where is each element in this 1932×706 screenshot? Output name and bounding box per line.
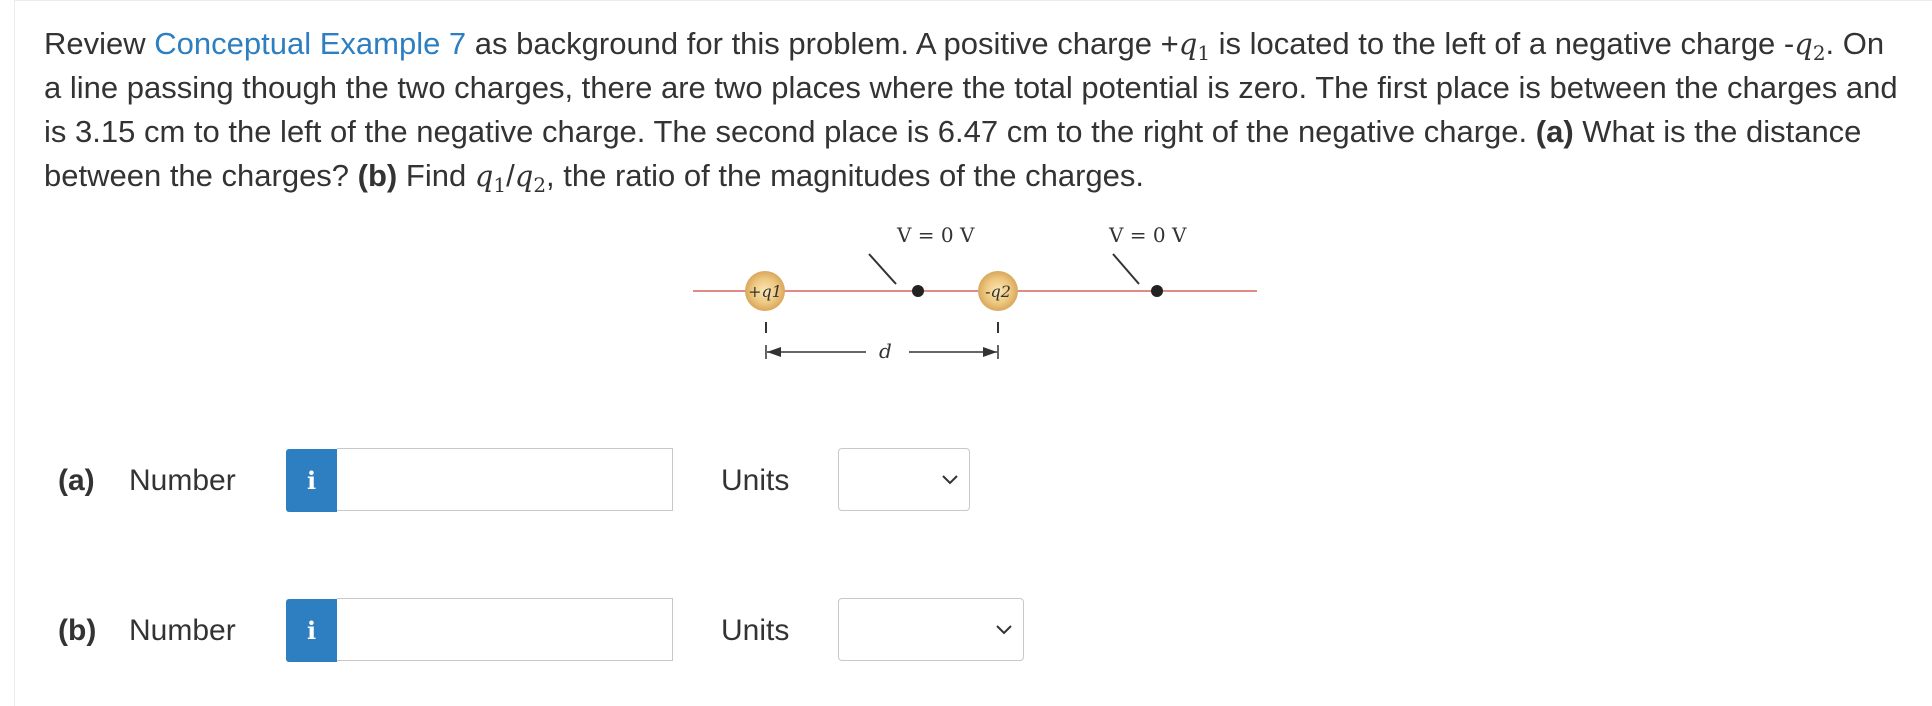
question-text-part: as background for this problem. A positi… (466, 26, 1179, 61)
units-select-b[interactable] (838, 598, 1024, 661)
pointer-1 (868, 253, 897, 285)
arrowhead-right (983, 347, 997, 357)
chevron-down-icon (996, 625, 1012, 635)
answer-row-a: (a) Number i Units (58, 448, 1058, 514)
units-label: Units (721, 614, 790, 647)
charges-diagram: V = 0 V V = 0 V +q1 -q2 d (693, 223, 1257, 363)
q2-symbol: q2 (1794, 27, 1826, 65)
question-text-part: . On a line passing though the two charg… (44, 26, 1898, 149)
distance-d-label: d (879, 339, 892, 363)
zero-potential-point-1 (912, 285, 924, 297)
question-text-part: What is the distance between the charges… (44, 114, 1862, 193)
ratio-slash: / (506, 158, 515, 193)
charge-q1-label: +q1 (748, 282, 782, 301)
chevron-down-icon (942, 475, 958, 485)
question-text-part: Find (397, 158, 475, 193)
left-border (14, 0, 15, 706)
ratio-denominator-symbol: q2 (514, 159, 547, 197)
number-label: Number (129, 464, 236, 497)
answer-row-b: (b) Number i Units (58, 598, 1058, 664)
part-b-tag: (b) (357, 158, 398, 193)
zero-potential-point-2 (1151, 285, 1163, 297)
conceptual-example-link[interactable]: Conceptual Example 7 (154, 26, 467, 61)
info-icon[interactable]: i (286, 599, 337, 662)
units-select-a[interactable] (838, 448, 970, 511)
negative-charge (978, 271, 1018, 311)
q1-symbol: q1 (1178, 27, 1211, 65)
arrowhead-left (767, 347, 781, 357)
number-input-b[interactable] (337, 598, 673, 661)
ratio-numerator-symbol: q1 (474, 159, 507, 197)
info-icon[interactable]: i (286, 449, 337, 512)
part-a-label: (a) (58, 464, 95, 497)
question-text: Review Conceptual Example 7 as backgroun… (44, 22, 1904, 198)
units-label: Units (721, 464, 790, 497)
zero-potential-label-2: V = 0 V (1108, 223, 1187, 247)
part-b-label: (b) (58, 614, 97, 647)
question-intro: Review (44, 26, 155, 61)
charge-q2-label: -q2 (985, 282, 1011, 301)
number-input-a[interactable] (337, 448, 673, 511)
question-text-part: , the ratio of the magnitudes of the cha… (546, 158, 1145, 193)
top-border (14, 0, 1932, 1)
zero-potential-label-1: V = 0 V (896, 223, 975, 247)
part-a-tag: (a) (1535, 114, 1574, 149)
question-text-part: is located to the left of a negative cha… (1210, 26, 1795, 61)
positive-charge (745, 271, 785, 311)
number-label: Number (129, 614, 236, 647)
pointer-2 (1112, 253, 1140, 285)
